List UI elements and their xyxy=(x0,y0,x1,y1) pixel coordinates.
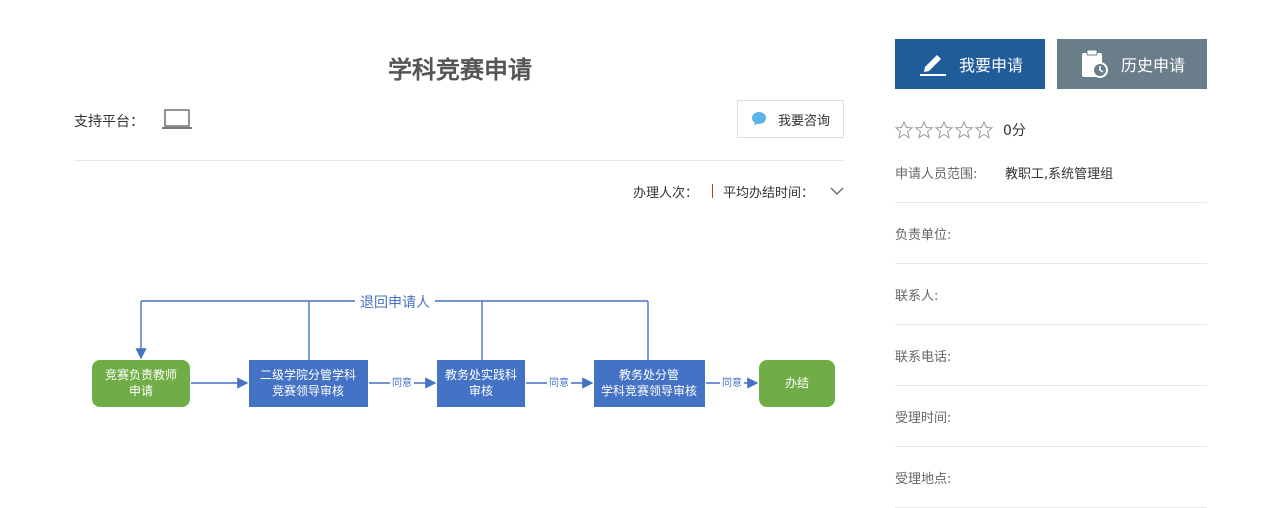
node-text: 竞赛负责教师 xyxy=(105,367,177,382)
clipboard-clock-icon xyxy=(1081,49,1108,78)
node-text: 学科竞赛领导审核 xyxy=(601,383,697,398)
pen-sign-icon xyxy=(919,55,946,76)
process-flowchart: 退回申请人 同意 同意 同意 竞赛负责教师 申请 二级学院分管学科 竞赛领导审核… xyxy=(92,291,835,407)
info-row-responsible-unit: 负责单位: xyxy=(895,202,1207,264)
star-icon[interactable] xyxy=(895,121,913,139)
node-text: 教务处分管 xyxy=(619,367,679,382)
star-icon[interactable] xyxy=(955,121,973,139)
node-text: 申请 xyxy=(129,384,153,398)
chat-bubble-icon xyxy=(752,112,766,126)
edge-label: 同意 xyxy=(392,376,412,389)
return-label: 退回申请人 xyxy=(360,295,430,311)
star-icon[interactable] xyxy=(935,121,953,139)
flow-node-college-review: 二级学院分管学科 竞赛领导审核 xyxy=(249,360,368,407)
info-row-accept-place: 受理地点: xyxy=(895,446,1207,508)
page-title: 学科竞赛申请 xyxy=(388,56,532,84)
node-text: 审核 xyxy=(469,383,493,398)
info-label: 负责单位: xyxy=(895,228,952,243)
flow-node-teacher-apply: 竞赛负责教师 申请 xyxy=(92,360,190,407)
node-text: 办结 xyxy=(785,375,809,390)
info-row-phone: 联系电话: xyxy=(895,324,1207,386)
consult-button[interactable]: 我要咨询 xyxy=(737,100,844,138)
info-label: 申请人员范围: xyxy=(895,167,978,182)
handled-count-label: 办理人次： xyxy=(633,186,699,201)
rating: 0分 xyxy=(895,119,1026,141)
apply-label: 我要申请 xyxy=(958,56,1023,75)
edge-label: 同意 xyxy=(549,376,569,389)
edge-label: 同意 xyxy=(722,376,742,389)
info-row-accept-time: 受理时间: xyxy=(895,385,1207,447)
flow-node-complete: 办结 xyxy=(759,360,835,407)
history-label: 历史申请 xyxy=(1120,56,1185,75)
platform-label: 支持平台： xyxy=(74,114,144,130)
node-text: 二级学院分管学科 xyxy=(260,367,356,382)
flow-node-leader-review: 教务处分管 学科竞赛领导审核 xyxy=(594,360,705,407)
avg-time-label: 平均办结时间： xyxy=(723,186,815,201)
node-text: 竞赛领导审核 xyxy=(272,383,344,398)
info-label: 受理时间: xyxy=(895,411,952,426)
rating-score: 0分 xyxy=(1003,123,1026,139)
info-row-contact: 联系人: xyxy=(895,263,1207,325)
info-label: 联系电话: xyxy=(895,350,952,365)
info-value: 教职工,系统管理组 xyxy=(1005,167,1114,182)
star-icon[interactable] xyxy=(915,121,933,139)
info-label: 受理地点: xyxy=(895,472,952,487)
info-row-applicant-scope: 申请人员范围: 教职工,系统管理组 xyxy=(895,141,1207,203)
laptop-icon xyxy=(162,109,192,129)
stats-bar: 办理人次： 平均办结时间： xyxy=(620,182,846,202)
apply-button[interactable]: 我要申请 xyxy=(895,39,1045,89)
node-text: 教务处实践科 xyxy=(445,367,517,382)
return-loop: 退回申请人 xyxy=(135,291,649,360)
flow-edges: 同意 同意 同意 xyxy=(191,376,759,389)
chevron-down-icon[interactable] xyxy=(830,184,844,198)
stats-separator xyxy=(712,184,713,198)
info-label: 联系人: xyxy=(895,289,939,304)
history-button[interactable]: 历史申请 xyxy=(1057,39,1207,89)
star-icon[interactable] xyxy=(975,121,993,139)
divider xyxy=(74,160,845,161)
flow-node-practice-review: 教务处实践科 审核 xyxy=(437,360,525,407)
consult-label: 我要咨询 xyxy=(778,113,831,129)
